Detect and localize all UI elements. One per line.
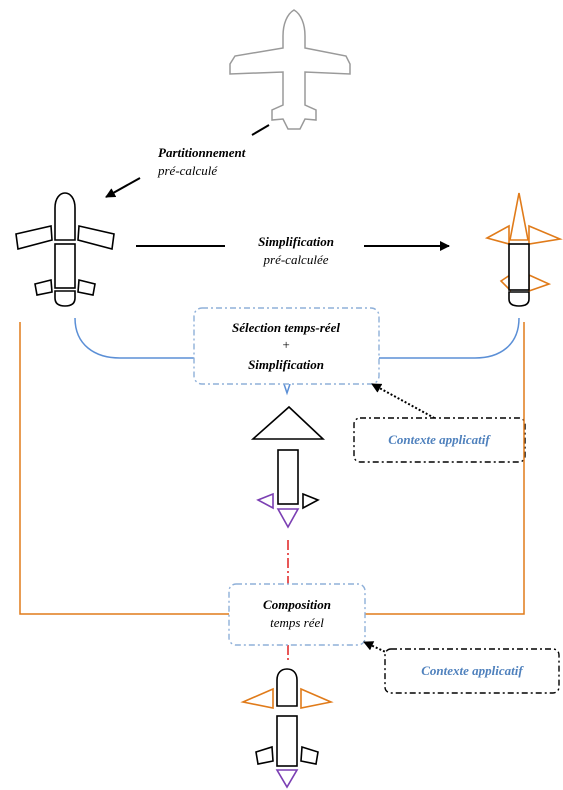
contexte-2-box <box>384 648 560 694</box>
simplification-subtitle: pré-calculée <box>263 252 329 267</box>
partition-arrow-lower <box>105 177 141 198</box>
blue-connector-right <box>379 317 520 359</box>
contexte-2-arrow <box>363 641 404 661</box>
partitionnement-title: Partitionnement <box>158 145 246 160</box>
partitionnement-subtitle: pré-calculé <box>157 163 218 178</box>
contexte-1-arrow <box>371 383 439 421</box>
airplane-original-icon <box>229 9 351 130</box>
orange-connector-left <box>19 322 230 615</box>
contexte-1-label: Contexte applicatif <box>388 432 491 447</box>
blue-connector-down <box>283 383 291 396</box>
airplane-composed-icon <box>240 668 334 789</box>
airplane-partitioned-icon <box>15 192 115 307</box>
composition-title: Composition <box>263 597 331 612</box>
selection-line-2: + <box>282 337 291 352</box>
contexte-2-label: Contexte applicatif <box>421 663 524 678</box>
orange-connector-right <box>365 322 525 615</box>
selection-box <box>193 307 380 385</box>
airplane-selected-icon <box>250 405 326 529</box>
selection-line-3: Simplification <box>248 357 324 372</box>
airplane-simplified-icon <box>484 192 563 307</box>
blue-connector-left <box>74 317 194 359</box>
composition-box <box>228 583 366 646</box>
partition-arrow-upper <box>251 124 270 136</box>
composition-subtitle: temps réel <box>270 615 324 630</box>
contexte-1-box <box>353 417 526 463</box>
simplification-title: Simplification <box>258 234 334 249</box>
selection-line-1: Sélection temps-réel <box>232 320 340 335</box>
